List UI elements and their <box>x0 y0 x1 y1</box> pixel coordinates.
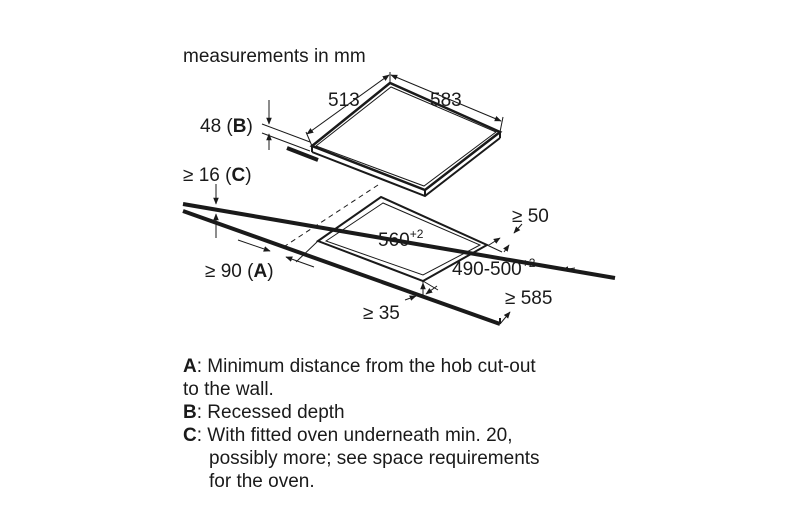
wall-distance-dimension <box>237 239 319 268</box>
legend-key: A <box>183 356 197 377</box>
cutout-width-label: 560+2 <box>378 227 424 251</box>
legend-item-b: B: Recessed depth <box>183 401 663 424</box>
legend-sep: : <box>196 425 203 446</box>
wall-distance-label: ≥ 90 (A) <box>205 261 274 282</box>
hob-rear-edge <box>286 146 319 162</box>
legend-item-c: C: With fitted oven underneath min. 20, … <box>183 424 663 493</box>
cutout-depth-label: 490-500+2 <box>452 256 536 280</box>
front-gap-label: ≥ 35 <box>363 303 400 324</box>
hob-width-label: 513 <box>328 90 360 111</box>
worktop-thickness-label: ≥ 16 (C) <box>183 165 252 186</box>
legend-text: to the wall. <box>183 379 274 400</box>
legend-sep: : <box>196 356 203 377</box>
worktop-depth-dimension <box>499 266 576 325</box>
measurements-title: measurements in mm <box>183 46 366 67</box>
worktop-depth-label: ≥ 585 <box>505 288 552 309</box>
legend-text: Recessed depth <box>207 402 345 423</box>
hob-depth-label: 583 <box>430 90 462 111</box>
hob-dimension-lines <box>305 72 504 147</box>
legend-text: possibly more; see space requirements <box>209 448 540 469</box>
legend-text: Minimum distance from the hob cut-out <box>207 356 536 377</box>
legend-key: B <box>183 402 197 423</box>
recess-depth-label: 48 (B) <box>200 116 253 137</box>
legend-sep: : <box>196 402 203 423</box>
legend-key: C <box>183 425 197 446</box>
projection-line <box>281 184 379 249</box>
front-gap-dimension <box>404 281 426 301</box>
legend-item-a: A: Minimum distance from the hob cut-out… <box>183 355 663 401</box>
rear-gap-label: ≥ 50 <box>512 206 549 227</box>
recess-depth-dimension <box>261 100 311 152</box>
legend-text: With fitted oven underneath min. 20, <box>207 425 513 446</box>
legend: A: Minimum distance from the hob cut-out… <box>183 355 663 493</box>
rear-gap-dimension <box>503 223 523 253</box>
legend-text: for the oven. <box>209 471 315 492</box>
worktop <box>182 202 616 326</box>
